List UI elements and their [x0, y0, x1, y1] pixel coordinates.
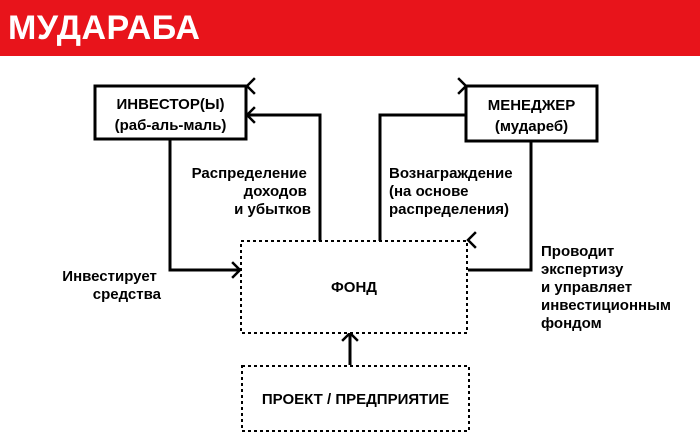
investor-box — [93, 84, 248, 141]
page-title: МУДАРАБА — [8, 9, 201, 47]
connector-investor-to-fund — [168, 139, 240, 272]
investor-subtitle: (раб-аль-маль) — [115, 117, 227, 134]
arrowhead-fund-right — [466, 231, 477, 249]
title-bar: МУДАРАБА — [0, 0, 700, 56]
project-label: ПРОЕКТ / ПРЕДПРИЯТИЕ — [262, 391, 449, 408]
profit-distribution-label: Распределение доходов и убытков — [192, 165, 311, 218]
expertise-label: Проводит экспертизу и управляет инвестиц… — [541, 243, 675, 332]
project-box — [241, 365, 470, 432]
investor-title: ИНВЕСТОР(Ы) — [116, 96, 224, 113]
fund-label: ФОНД — [331, 279, 377, 296]
manager-title: МЕНЕДЖЕР — [488, 97, 576, 114]
connector-fund-to-investor — [247, 113, 322, 241]
connector-manager-to-fund — [468, 141, 533, 272]
manager-box — [464, 84, 599, 143]
manager-subtitle: (мудареб) — [495, 118, 568, 135]
invests-label: Инвестирует средства — [62, 268, 161, 303]
connector-fund-to-manager — [378, 113, 466, 241]
reward-label: Вознаграждение (на основе распределения) — [389, 165, 517, 218]
fund-box — [240, 240, 468, 334]
arrowhead-investor-right — [245, 77, 256, 95]
